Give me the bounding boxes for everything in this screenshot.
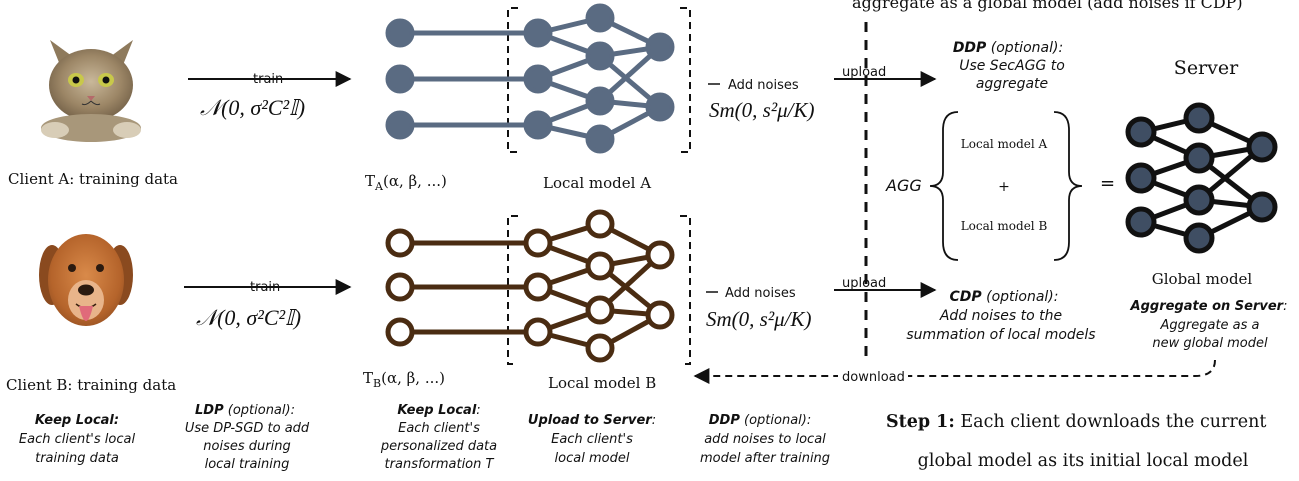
ddp-top-line1: Use SecAGG to [959, 58, 1065, 74]
transform-b-label: TB(α, β, ...) [363, 369, 445, 390]
ddp-bottom-line1: add noises to local [704, 432, 826, 447]
step1-line2: global model as its initial local model [918, 451, 1249, 471]
agg-equals: = [1100, 173, 1115, 194]
bracket-a-left [507, 7, 518, 153]
noise-formula-b: 𝒩(0, σ²C²𝕀) [196, 305, 301, 330]
agg-item-b: Local model B [961, 219, 1048, 233]
local-model-a-network [385, 3, 675, 154]
keep-local-data-note: Keep Local: Each client's local training… [19, 413, 136, 466]
noise-formula-a: 𝒩(0, σ²C²𝕀) [200, 95, 305, 120]
agg-right-brace [1053, 111, 1083, 261]
agg-plus: + [998, 179, 1010, 195]
noise-sm-formula-a: Sm(0, s²μ/K) [709, 98, 815, 122]
aggregate-server-line1: Aggregate as a [1159, 318, 1259, 333]
upload-server-line2: local model [555, 451, 630, 466]
keep-local-t-title: Keep Local: [397, 403, 480, 418]
step1-line1: Step 1: Each client downloads the curren… [886, 412, 1266, 432]
download-label: download [842, 370, 905, 385]
cat-image [38, 20, 143, 142]
add-noises-b-label: Add noises [725, 286, 796, 301]
dog-image [39, 228, 133, 343]
client-b-label: Client B: training data [6, 376, 176, 394]
train-label-a: train [253, 72, 283, 87]
bracket-b-right [680, 215, 691, 365]
upload-label-a: upload [842, 65, 886, 80]
transform-a-label: TA(α, β, ...) [365, 172, 447, 193]
global-model-label: Global model [1152, 270, 1253, 288]
cdp-line1: Add noises to the [939, 308, 1062, 324]
ldp-line2: noises during [203, 439, 290, 454]
ddp-top-title: DDP (optional): [953, 40, 1063, 56]
bracket-b-left [507, 215, 518, 365]
keep-local-data-title: Keep Local: [35, 413, 119, 428]
aggregate-server-line2: new global model [1152, 336, 1268, 351]
keep-local-data-line2: training data [35, 451, 119, 466]
ldp-line3: local training [205, 457, 290, 472]
ddp-bottom-line2: model after training [700, 451, 830, 466]
keep-local-t-line3: transformation T [385, 457, 495, 472]
bracket-a-right [680, 7, 691, 153]
keep-local-t-line2: personalized data [380, 439, 497, 454]
local-model-b-network [385, 209, 675, 363]
ddp-top-line2: aggregate [976, 76, 1048, 92]
noise-sm-formula-b: Sm(0, s²μ/K) [706, 307, 812, 331]
cdp-title: CDP (optional): [950, 289, 1059, 305]
keep-local-t-note: Keep Local: Each client's personalized d… [380, 403, 497, 472]
keep-local-t-line1: Each client's [398, 421, 480, 436]
upload-server-note: Upload to Server: Each client's local mo… [528, 413, 656, 466]
ddp-bottom-note: DDP (optional): add noises to local mode… [700, 413, 830, 466]
download-arrow [693, 359, 1216, 384]
upload-label-b: upload [842, 276, 886, 291]
cdp-line2: summation of local models [906, 327, 1095, 343]
server-title: Server [1174, 57, 1239, 79]
keep-local-data-line1: Each client's local [19, 432, 136, 447]
ldp-title: LDP (optional): [195, 403, 295, 418]
agg-item-a: Local model A [961, 137, 1048, 151]
aggregate-server-title: Aggregate on Server: [1130, 299, 1288, 314]
agg-label: AGG [885, 176, 922, 195]
upload-server-line1: Each client's [551, 432, 633, 447]
top-caption: aggregate as a global model (add noises … [852, 0, 1243, 12]
train-label-b: train [250, 280, 280, 295]
local-model-a-label: Local model A [543, 174, 651, 192]
global-model-network [1125, 102, 1278, 254]
client-a-label: Client A: training data [8, 170, 178, 188]
agg-left-brace [929, 111, 959, 261]
add-noises-a-label: Add noises [728, 78, 799, 93]
ldp-line1: Use DP-SGD to add [185, 421, 310, 436]
upload-server-title: Upload to Server: [528, 413, 656, 428]
local-model-b-label: Local model B [548, 374, 656, 392]
ddp-bottom-title: DDP (optional): [709, 413, 811, 428]
ldp-note: LDP (optional): Use DP-SGD to add noises… [185, 403, 310, 472]
